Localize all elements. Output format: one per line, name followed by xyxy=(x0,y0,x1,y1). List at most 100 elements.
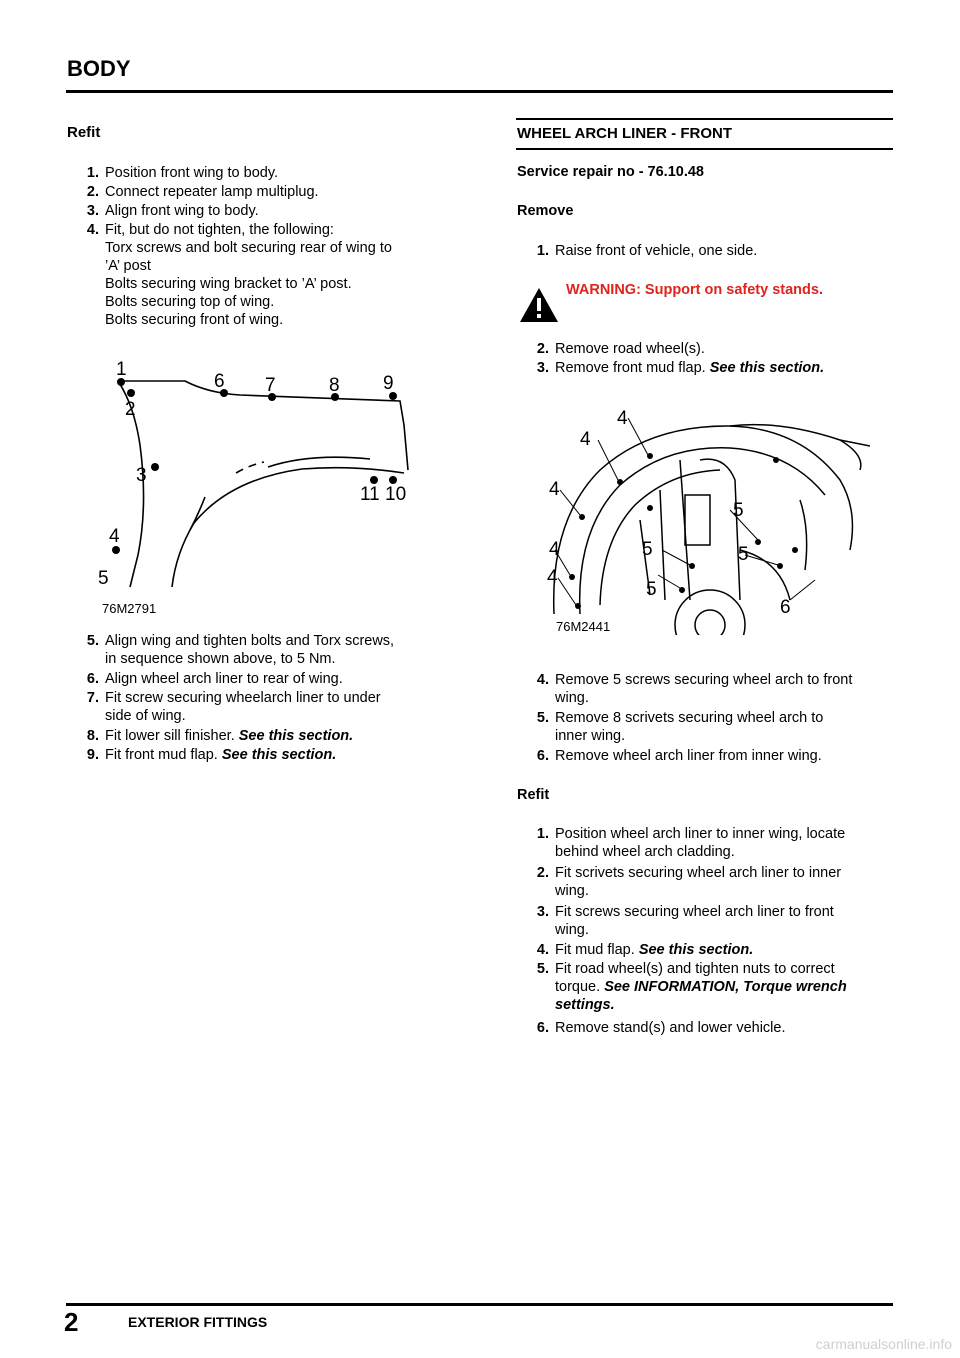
step-text: Fit scrivets securing wheel arch liner t… xyxy=(555,865,842,899)
step-text: Remove wheel arch liner from inner wing. xyxy=(555,748,822,764)
cross-reference-link[interactable]: See this section. xyxy=(709,360,825,376)
section-rule-top xyxy=(516,118,893,120)
liner-label-4e: 4 xyxy=(547,567,558,588)
section-rule-bottom xyxy=(516,148,893,150)
wing-label-2: 2 xyxy=(125,399,136,420)
step-number: 5. xyxy=(536,710,549,726)
step-number: 3. xyxy=(86,203,99,219)
front-wing-diagram: 1 2 3 4 5 6 7 8 9 11 10 76M2791 xyxy=(98,359,409,616)
list-item: 1. Position wheel arch liner to inner wi… xyxy=(517,825,897,861)
step-text: Remove stand(s) and lower vehicle. xyxy=(555,1020,786,1036)
step-number: 4. xyxy=(86,222,99,238)
wing-label-3: 3 xyxy=(136,465,147,486)
cross-reference-link[interactable]: See this section. xyxy=(221,747,337,763)
watermark: carmanualsonline.info xyxy=(815,1336,952,1352)
list-item: 1. Raise front of vehicle, one side. xyxy=(517,242,897,260)
page-header-title: BODY xyxy=(67,56,131,81)
cross-reference-link[interactable]: See INFORMATION, Torque wrench settings. xyxy=(555,979,847,1013)
step-number: 9. xyxy=(86,747,99,763)
step-number: 5. xyxy=(86,633,99,649)
wing-label-7: 7 xyxy=(265,375,276,396)
step-number: 2. xyxy=(86,184,99,200)
footer-rule xyxy=(66,1303,893,1306)
liner-label-5c: 5 xyxy=(738,544,749,565)
list-item: 5. Remove 8 scrivets securing wheel arch… xyxy=(517,709,897,745)
list-item: 2. Remove road wheel(s). xyxy=(517,340,897,358)
step-text: Connect repeater lamp multiplug. xyxy=(105,184,319,200)
service-repair-number: Service repair no - 76.10.48 xyxy=(517,164,704,180)
step-text: Align wheel arch liner to rear of wing. xyxy=(105,671,343,687)
step-text: Position front wing to body. xyxy=(105,165,279,181)
wing-label-6: 6 xyxy=(214,371,225,392)
list-item: 3. Fit screws securing wheel arch liner … xyxy=(517,903,897,939)
step-number: 1. xyxy=(536,243,549,259)
liner-label-5b: 5 xyxy=(642,539,653,560)
step-text: Fit mud flap. xyxy=(555,942,635,958)
list-item: 4. Fit mud flap. See this section. xyxy=(517,941,897,959)
list-item: 3. Align front wing to body. xyxy=(67,202,467,220)
step-number: 5. xyxy=(536,961,549,977)
step-text: Fit lower sill finisher. xyxy=(105,728,235,744)
cross-reference-link[interactable]: See this section. xyxy=(238,728,354,744)
right-refit-heading: Refit xyxy=(517,787,550,803)
step-text: Fit screws securing wheel arch liner to … xyxy=(555,904,834,938)
step-number: 1. xyxy=(86,165,99,181)
step-text: Fit, but do not tighten, the following: … xyxy=(105,222,392,328)
list-item: 6. Remove wheel arch liner from inner wi… xyxy=(517,747,897,765)
list-item: 9. Fit front mud flap. See this section. xyxy=(67,746,467,764)
wing-label-4: 4 xyxy=(109,526,120,547)
liner-label-5d: 5 xyxy=(646,579,657,600)
figure-caption: 76M2441 xyxy=(556,619,610,634)
remove-heading: Remove xyxy=(517,203,574,219)
list-item: 6. Align wheel arch liner to rear of win… xyxy=(67,670,467,688)
list-item: 8. Fit lower sill finisher. See this sec… xyxy=(67,727,467,745)
step-text: Remove 5 screws securing wheel arch to f… xyxy=(555,672,853,706)
step-text: Remove road wheel(s). xyxy=(555,341,705,357)
step-number: 3. xyxy=(536,904,549,920)
list-item: 5. Fit road wheel(s) and tighten nuts to… xyxy=(517,960,897,1018)
step-number: 7. xyxy=(86,690,99,706)
list-item: 7. Fit screw securing wheelarch liner to… xyxy=(67,689,467,725)
warning-text: WARNING: Support on safety stands. xyxy=(566,282,823,298)
list-item: 2. Fit scrivets securing wheel arch line… xyxy=(517,864,897,900)
step-number: 4. xyxy=(536,942,549,958)
step-text: Fit screw securing wheelarch liner to un… xyxy=(105,690,381,724)
liner-label-5a: 5 xyxy=(733,500,744,521)
wing-label-8: 8 xyxy=(329,375,340,396)
step-number: 8. xyxy=(86,728,99,744)
wing-label-1: 1 xyxy=(116,359,127,380)
step-number: 6. xyxy=(86,671,99,687)
wing-label-10: 10 xyxy=(385,484,406,505)
page-number: 2 xyxy=(64,1307,79,1337)
list-item: 3. Remove front mud flap. See this secti… xyxy=(517,359,897,377)
step-text: Position wheel arch liner to inner wing,… xyxy=(555,826,846,860)
step-number: 2. xyxy=(536,865,549,881)
step-text: Align front wing to body. xyxy=(105,203,259,219)
liner-label-4c: 4 xyxy=(549,479,560,500)
step-number: 6. xyxy=(536,748,549,764)
wing-label-11: 11 xyxy=(360,484,380,505)
step-text: Align wing and tighten bolts and Torx sc… xyxy=(105,633,395,667)
list-item: 6. Remove stand(s) and lower vehicle. xyxy=(517,1019,897,1037)
step-text: Remove 8 scrivets securing wheel arch to… xyxy=(555,710,824,744)
list-item: 2. Connect repeater lamp multiplug. xyxy=(67,183,467,201)
step-number: 1. xyxy=(536,826,549,842)
step-text: Fit road wheel(s) and tighten nuts to co… xyxy=(555,961,835,995)
list-item: 1. Position front wing to body. xyxy=(67,164,467,182)
list-item: 5. Align wing and tighten bolts and Torx… xyxy=(67,632,467,668)
cross-reference-link[interactable]: See this section. xyxy=(638,942,754,958)
left-refit-heading: Refit xyxy=(67,124,101,141)
liner-label-6: 6 xyxy=(780,597,791,618)
header-rule xyxy=(66,90,893,93)
step-number: 4. xyxy=(536,672,549,688)
step-text: Raise front of vehicle, one side. xyxy=(555,243,758,259)
liner-label-4a: 4 xyxy=(617,408,628,429)
step-number: 6. xyxy=(536,1020,549,1036)
step-number: 3. xyxy=(536,360,549,376)
step-text: Remove front mud flap. xyxy=(555,360,706,376)
wing-label-5: 5 xyxy=(98,568,109,589)
step-text: Fit front mud flap. xyxy=(105,747,218,763)
step-number: 2. xyxy=(536,341,549,357)
liner-label-4b: 4 xyxy=(580,429,591,450)
list-item: 4. Fit, but do not tighten, the followin… xyxy=(67,221,467,331)
